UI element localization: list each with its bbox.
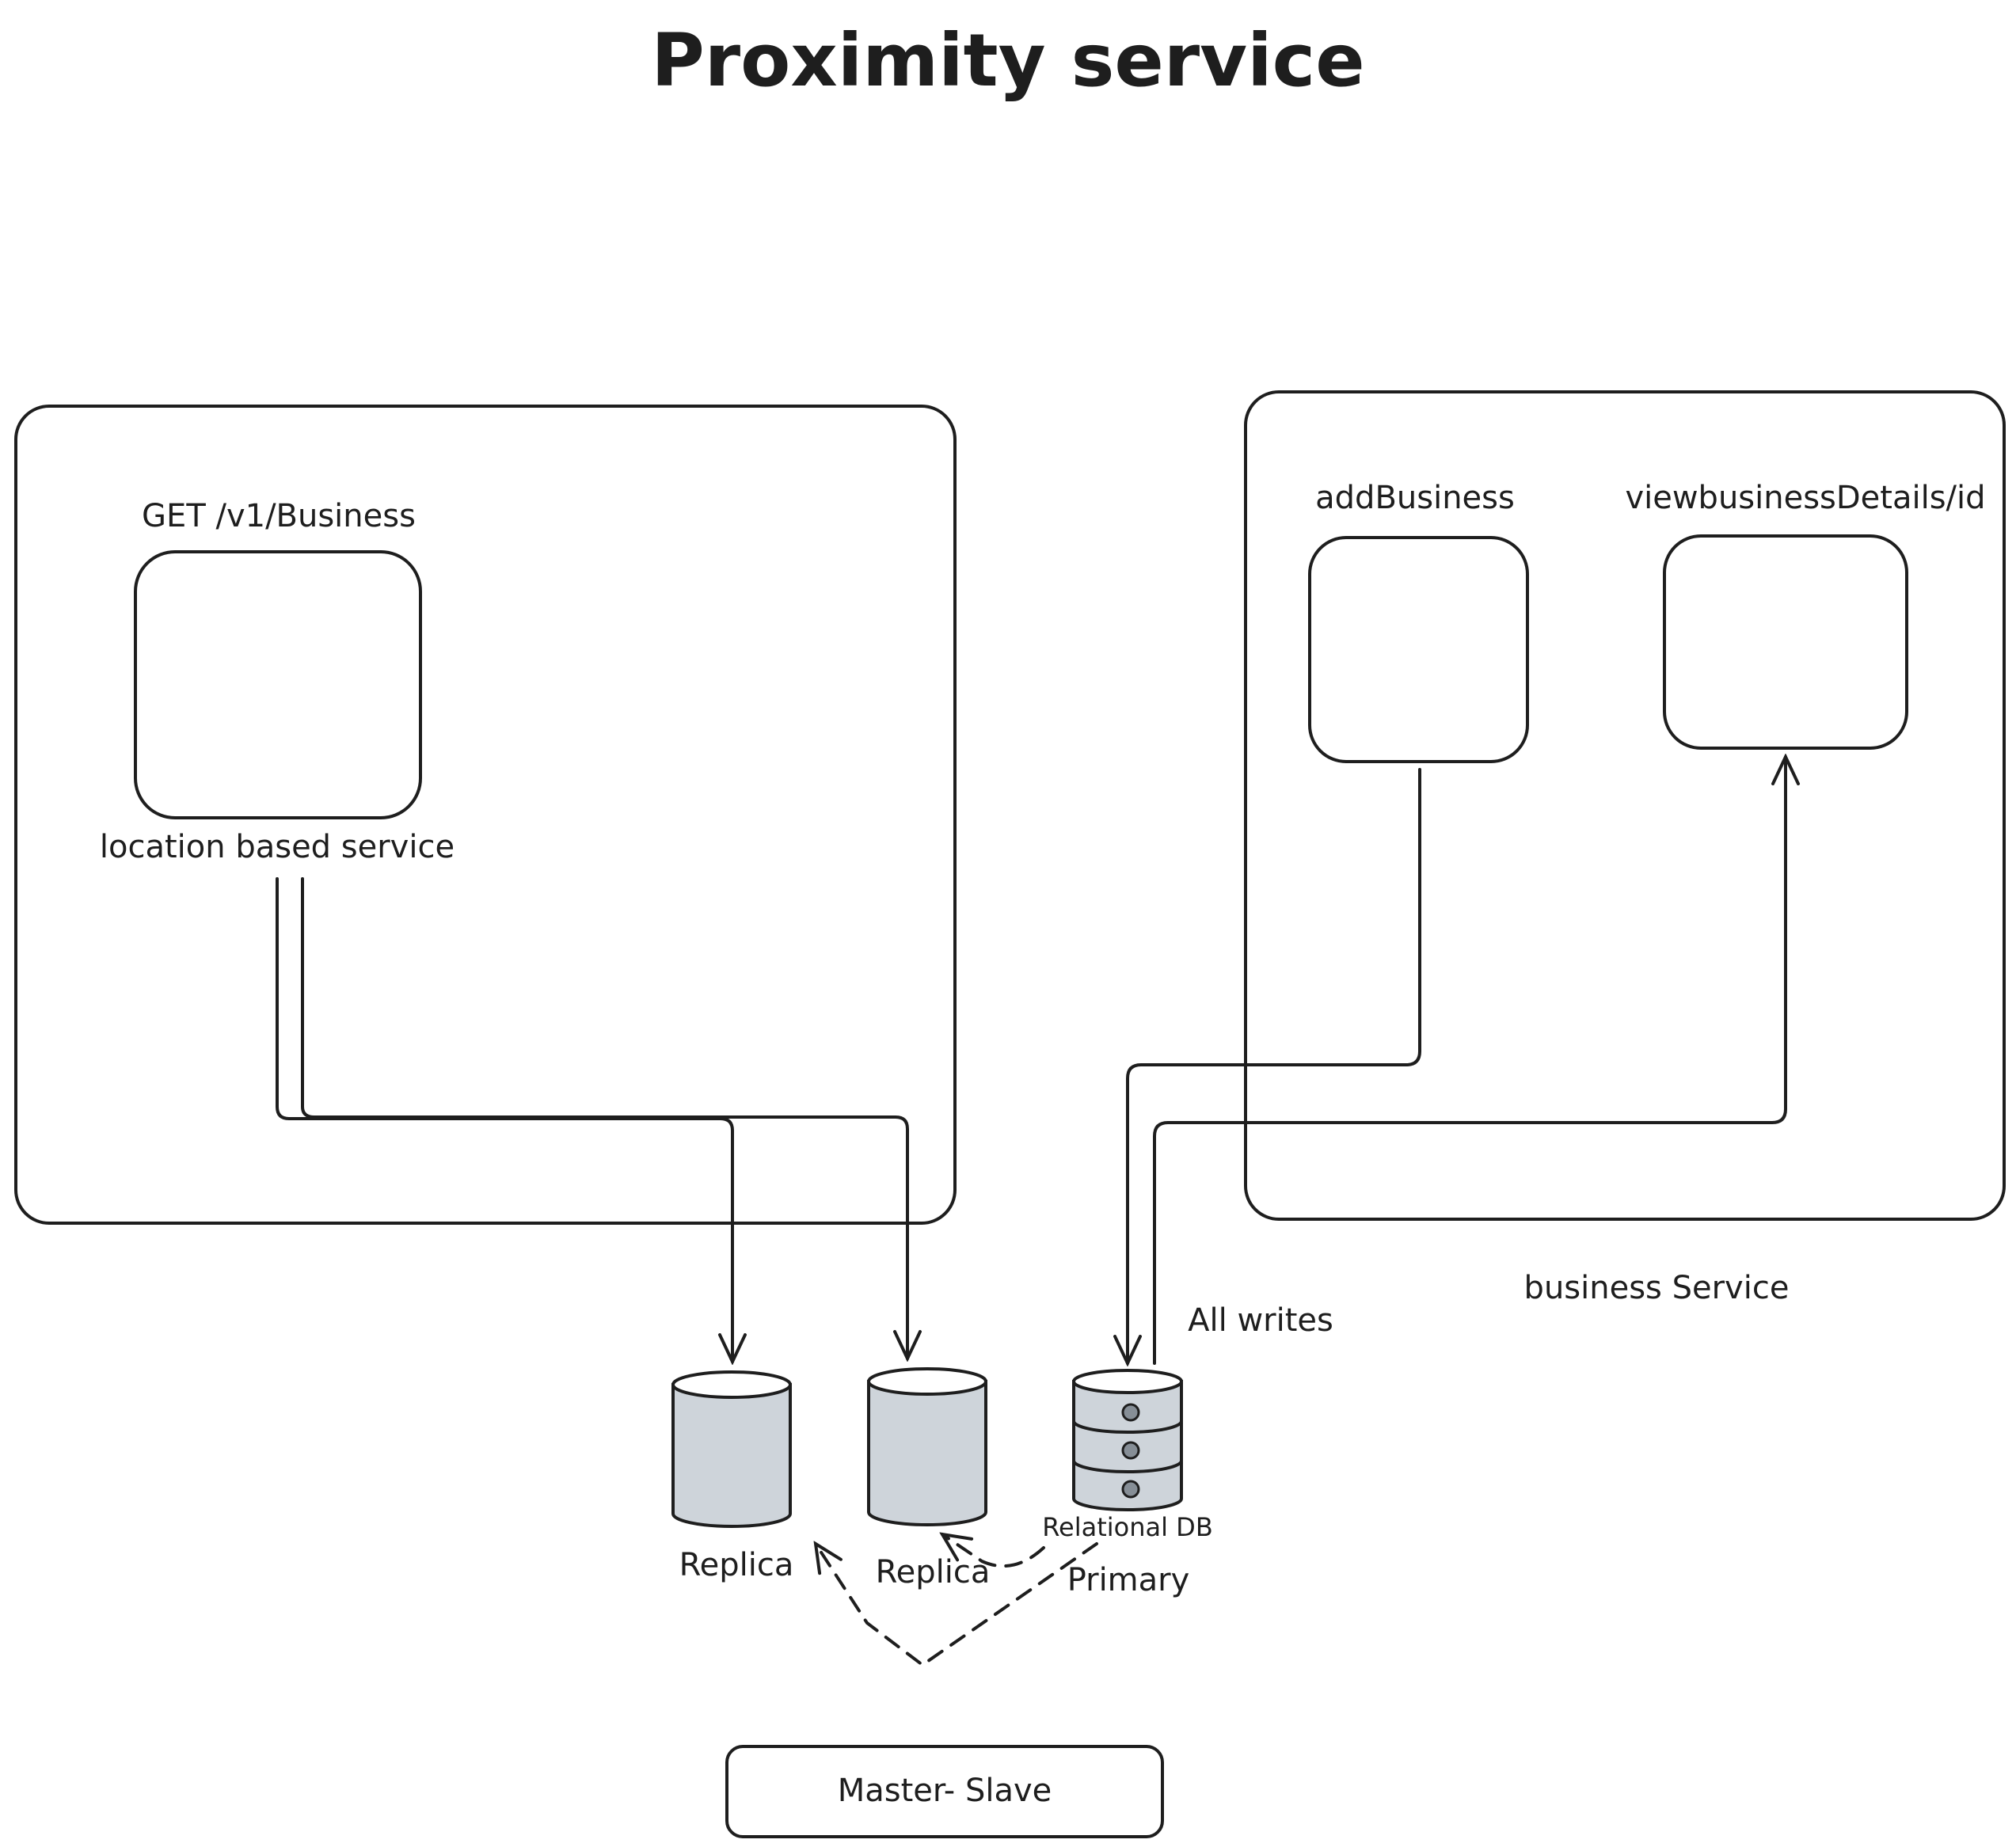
primary-db-icon[interactable] [1072, 1369, 1183, 1511]
replica-1-db-icon[interactable] [671, 1370, 792, 1528]
connector-add-business-to-primary [1128, 768, 1421, 1363]
add-business-label: addBusiness [1315, 480, 1515, 516]
primary-label: Primary [1067, 1562, 1190, 1598]
connector-location-to-replica-1 [276, 877, 732, 1362]
add-business-box[interactable] [1308, 536, 1529, 763]
replication-arrow-primary-to-replica-1 [816, 1544, 1098, 1667]
primary-db-type-label: Relational DB [1042, 1512, 1213, 1542]
business-service-container[interactable] [1244, 390, 2006, 1221]
all-writes-label: All writes [1188, 1302, 1333, 1339]
location-service-container[interactable] [14, 405, 957, 1225]
replication-arrow-primary-to-replica-2 [942, 1534, 1045, 1568]
view-business-box[interactable] [1663, 534, 1908, 750]
master-slave-label: Master- Slave [838, 1773, 1052, 1809]
location-endpoint-box[interactable] [134, 550, 422, 819]
location-endpoint-label: GET /v1/Business [142, 498, 416, 534]
page-title: Proximity service [651, 18, 1364, 103]
replica-2-db-icon[interactable] [867, 1367, 987, 1526]
location-service-label: location based service [100, 829, 455, 865]
business-service-label: business Service [1524, 1270, 1790, 1306]
replica-2-label: Replica [876, 1554, 991, 1590]
master-slave-box[interactable] [725, 1745, 1164, 1838]
connector-location-to-replica-2 [301, 877, 907, 1359]
replica-1-label: Replica [679, 1547, 794, 1583]
connector-primary-to-view-business [1153, 757, 1786, 1365]
view-business-label: viewbusinessDetails/id [1625, 480, 1985, 516]
